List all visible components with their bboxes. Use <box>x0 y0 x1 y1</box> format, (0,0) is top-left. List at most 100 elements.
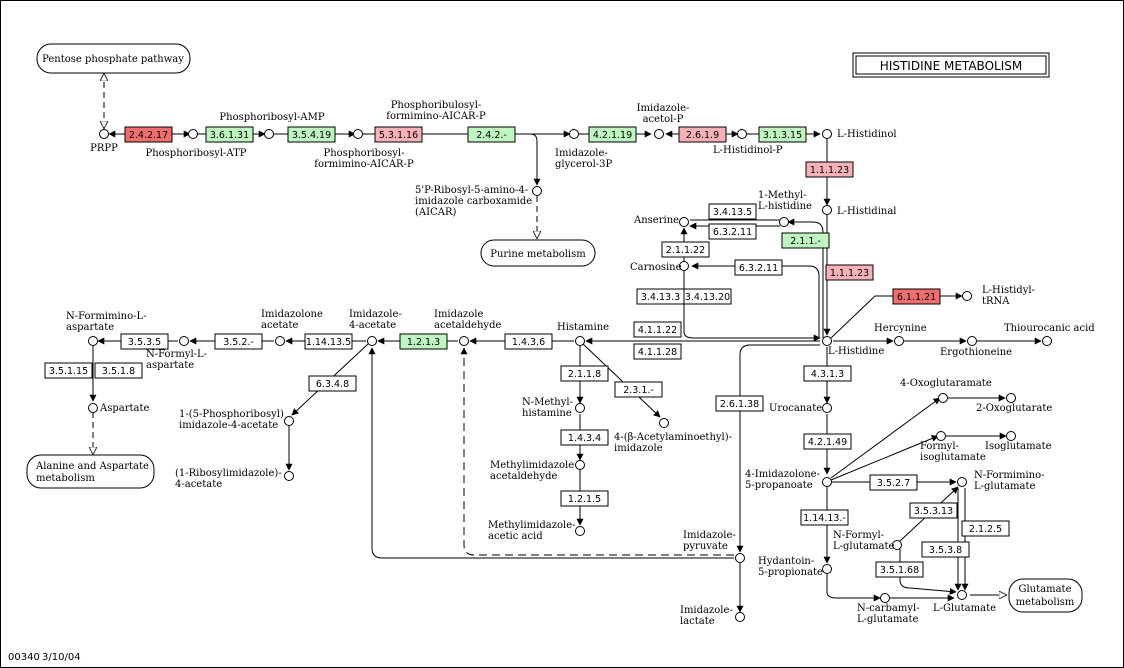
enzyme-e-1-14-13-5[interactable]: 1.14.13.5 <box>304 333 353 350</box>
compound-label: Methylimidazole <box>490 460 574 471</box>
enzyme-e-3-5-3-13[interactable]: 3.5.3.13 <box>909 502 958 519</box>
enzyme-e-3-4-13-5[interactable]: 3.4.13.5 <box>708 203 757 220</box>
enzyme-e-3-4-13-3[interactable]: 3.4.13.3 <box>636 288 685 305</box>
compound-prfar[interactable]: Phosphoribosyl-formimino-AICAR-P <box>314 129 414 171</box>
compound-nformiminoasp[interactable]: N-Formimino-L-aspartate <box>66 311 147 346</box>
compound-hercynine[interactable]: Hercynine <box>874 323 927 346</box>
compound-nformylasp[interactable]: N-Formyl-L-aspartate <box>146 336 207 372</box>
compound-label: N-Formimino-L- <box>66 311 147 322</box>
compound-histamine[interactable]: Histamine <box>557 322 609 346</box>
map-purine[interactable]: Purine metabolism <box>480 239 596 267</box>
compound-nformimino-glu[interactable]: N-Formimino-L-glutamate <box>957 470 1045 492</box>
enzyme-e-2-1-1-8[interactable]: 2.1.1.8 <box>560 365 609 382</box>
compound-ncarbamyl-glu[interactable]: N-carbamyl-L-glutamate <box>857 593 920 626</box>
enzyme-e-3-5-3-5[interactable]: 3.5.3.5 <box>120 333 169 350</box>
compound-acetylamino[interactable]: 4-(β-Acetylaminoethyl)-imidazole <box>614 418 732 455</box>
compound-label: Isoglutamate <box>985 441 1052 452</box>
compound-imidazolone-propanoate[interactable]: 4-Imidazolone-5-propanoate <box>745 469 832 491</box>
enzyme-e-3-5-1-15[interactable]: 3.5.1.15 <box>44 362 93 379</box>
compound-glutamate[interactable]: L-Glutamate <box>933 590 996 615</box>
compound-imid-lactate[interactable]: Imidazole-lactate <box>680 605 745 627</box>
compound-thiourocanic[interactable]: Thiourocanic acid <box>1004 323 1095 346</box>
enzyme-e-1-4-3-6[interactable]: 1.4.3.6 <box>504 333 553 350</box>
enzyme-e-6-3-2-11b[interactable]: 6.3.2.11 <box>734 259 783 276</box>
compound-nformyl-glu[interactable]: N-Formyl-L-glutamate <box>833 530 902 552</box>
enzyme-e-3-5-2-[interactable]: 3.5.2.- <box>214 333 263 350</box>
compound-formyl-isoglut[interactable]: Formyl-isoglutamate <box>920 431 986 464</box>
compound-ergothioneine[interactable]: Ergothioneine <box>940 336 1012 359</box>
compound-iap[interactable]: Imidazole-acetol-P <box>637 103 690 139</box>
compound-urocanate[interactable]: Urocanate <box>769 403 832 414</box>
compound-label: 4-Oxoglutaramate <box>900 378 992 389</box>
compound-rib-imid-acetate[interactable]: (1-Ribosylimidazole)-4-acetate <box>175 468 294 490</box>
enzyme-e-2-1-1-22[interactable]: 2.1.1.22 <box>661 241 710 258</box>
enzyme-e-2-6-1-9[interactable]: 2.6.1.9 <box>678 126 727 143</box>
enzyme-label: 2.1.1.- <box>790 236 821 247</box>
enzyme-e-6-3-4-8[interactable]: 6.3.4.8 <box>308 375 357 392</box>
enzyme-e-1-1-1-23b[interactable]: 1.1.1.23 <box>825 264 874 281</box>
enzyme-e-6-3-2-11a[interactable]: 6.3.2.11 <box>708 223 757 240</box>
enzyme-e-4-2-1-49[interactable]: 4.2.1.49 <box>803 433 852 450</box>
enzyme-e-6-1-1-21[interactable]: 6.1.1.21 <box>892 288 941 305</box>
enzyme-e-3-5-1-68[interactable]: 3.5.1.68 <box>875 561 924 578</box>
compound-igp[interactable]: Imidazole-glycerol-3P <box>555 129 613 171</box>
compound-methyl-his[interactable]: 1-Methyl-L-histidine <box>758 190 812 227</box>
compound-hydantoin[interactable]: Hydantoin-5-propionate <box>758 556 832 578</box>
compound-pr-amp[interactable]: Phosphoribosyl-AMP <box>219 112 325 139</box>
map-glutamate[interactable]: Glutamate metabolism <box>1008 578 1083 613</box>
enzyme-label: 3.5.3.5 <box>128 337 161 348</box>
enzyme-e-3-4-13-20[interactable]: 3.4.13.20 <box>683 288 732 305</box>
compound-prpp[interactable]: PRPP <box>90 129 118 155</box>
compound-methylimid-acetic[interactable]: Methylimidazole-acetic acid <box>488 520 585 542</box>
enzyme-e-1-1-1-23a[interactable]: 1.1.1.23 <box>805 161 854 178</box>
compound-carnosine[interactable]: Carnosine <box>630 261 689 274</box>
enzyme-e-2-1-1-[interactable]: 2.1.1.- <box>781 232 830 249</box>
compound-histidinol[interactable]: L-Histidinol <box>822 129 897 140</box>
compound-pr-atp[interactable]: Phosphoribosyl-ATP <box>145 129 247 160</box>
compound-imid-4-acetate[interactable]: Imidazole-4-acetate <box>349 309 402 346</box>
compound-oxoglutaramate[interactable]: 4-Oxoglutaramate <box>900 378 992 403</box>
enzyme-e-3-5-2-7[interactable]: 3.5.2.7 <box>869 474 918 491</box>
enzyme-e-3-6-1-31[interactable]: 3.6.1.31 <box>205 126 254 143</box>
compound-imid-pyruvate[interactable]: Imidazole-pyruvate <box>683 530 745 563</box>
compound-isoglutamate[interactable]: Isoglutamate <box>985 431 1052 453</box>
enzyme-e-4-3-1-3[interactable]: 4.3.1.3 <box>803 365 852 382</box>
compound-n-methylhistamine[interactable]: N-Methyl-histamine <box>522 397 585 419</box>
enzyme-e-5-3-1-16[interactable]: 5.3.1.16 <box>374 126 423 143</box>
enzyme-e-2-6-1-38[interactable]: 2.6.1.38 <box>715 395 764 412</box>
enzyme-e-4-1-1-22[interactable]: 4.1.1.22 <box>633 321 682 338</box>
enzyme-e-3-5-3-8[interactable]: 3.5.3.8 <box>921 541 970 558</box>
compound-aicar[interactable]: 5'P-Ribosyl-5-amino-4-imidazole carboxam… <box>415 185 542 218</box>
enzyme-e-2-3-1-[interactable]: 2.3.1.- <box>614 381 663 398</box>
compound-anserine[interactable]: Anserine <box>633 215 689 227</box>
enzyme-e-2-1-2-5[interactable]: 2.1.2.5 <box>961 520 1010 537</box>
compound-histidyl-trna[interactable]: L-Histidyl-tRNA <box>962 285 1035 307</box>
compound-label: 4-Imidazolone- <box>745 469 820 480</box>
enzyme-e-2-4-2-17[interactable]: 2.4.2.17 <box>124 126 173 143</box>
compound-histidinal[interactable]: L-Histidinal <box>822 205 897 218</box>
compound-prib-imid-acetate[interactable]: 1-(5-Phosphoribosyl)imidazole-4-acetate <box>179 409 294 431</box>
compound-histidine[interactable]: L-Histidine <box>822 336 885 358</box>
enzyme-e-1-2-1-5[interactable]: 1.2.1.5 <box>560 490 609 507</box>
enzyme-e-2-4-2-[interactable]: 2.4.2.- <box>467 126 516 143</box>
compound-prfar2[interactable]: Phosphoribulosyl-formimino-AICAR-P <box>386 100 486 122</box>
enzyme-label: 1.14.13.5 <box>306 337 351 348</box>
compound-label: acetic acid <box>488 531 543 542</box>
enzyme-e-1-4-3-4[interactable]: 1.4.3.4 <box>560 429 609 446</box>
enzyme-label: 2.1.1.8 <box>568 369 601 380</box>
compound-oxoglutarate[interactable]: 2-Oxoglutarate <box>976 393 1052 415</box>
map-alanine[interactable]: Alanine and Aspartate metabolism <box>26 454 155 489</box>
enzyme-e-4-1-1-28[interactable]: 4.1.1.28 <box>633 343 682 360</box>
enzyme-e-3-5-1-8[interactable]: 3.5.1.8 <box>94 362 143 379</box>
enzyme-e-1-2-1-3[interactable]: 1.2.1.3 <box>399 333 448 350</box>
enzyme-e-4-2-1-19[interactable]: 4.2.1.19 <box>588 126 637 143</box>
compound-aspartate[interactable]: Aspartate <box>88 403 150 414</box>
map-pentose[interactable]: Pentose phosphate pathway <box>36 43 191 74</box>
enzyme-e-1-14-13-[interactable]: 1.14.13.- <box>800 509 849 526</box>
compound-hol-p[interactable]: L-Histidinol-P <box>713 129 783 157</box>
enzyme-e-3-5-4-19[interactable]: 3.5.4.19 <box>287 126 336 143</box>
enzyme-e-3-1-3-15[interactable]: 3.1.3.15 <box>758 126 807 143</box>
